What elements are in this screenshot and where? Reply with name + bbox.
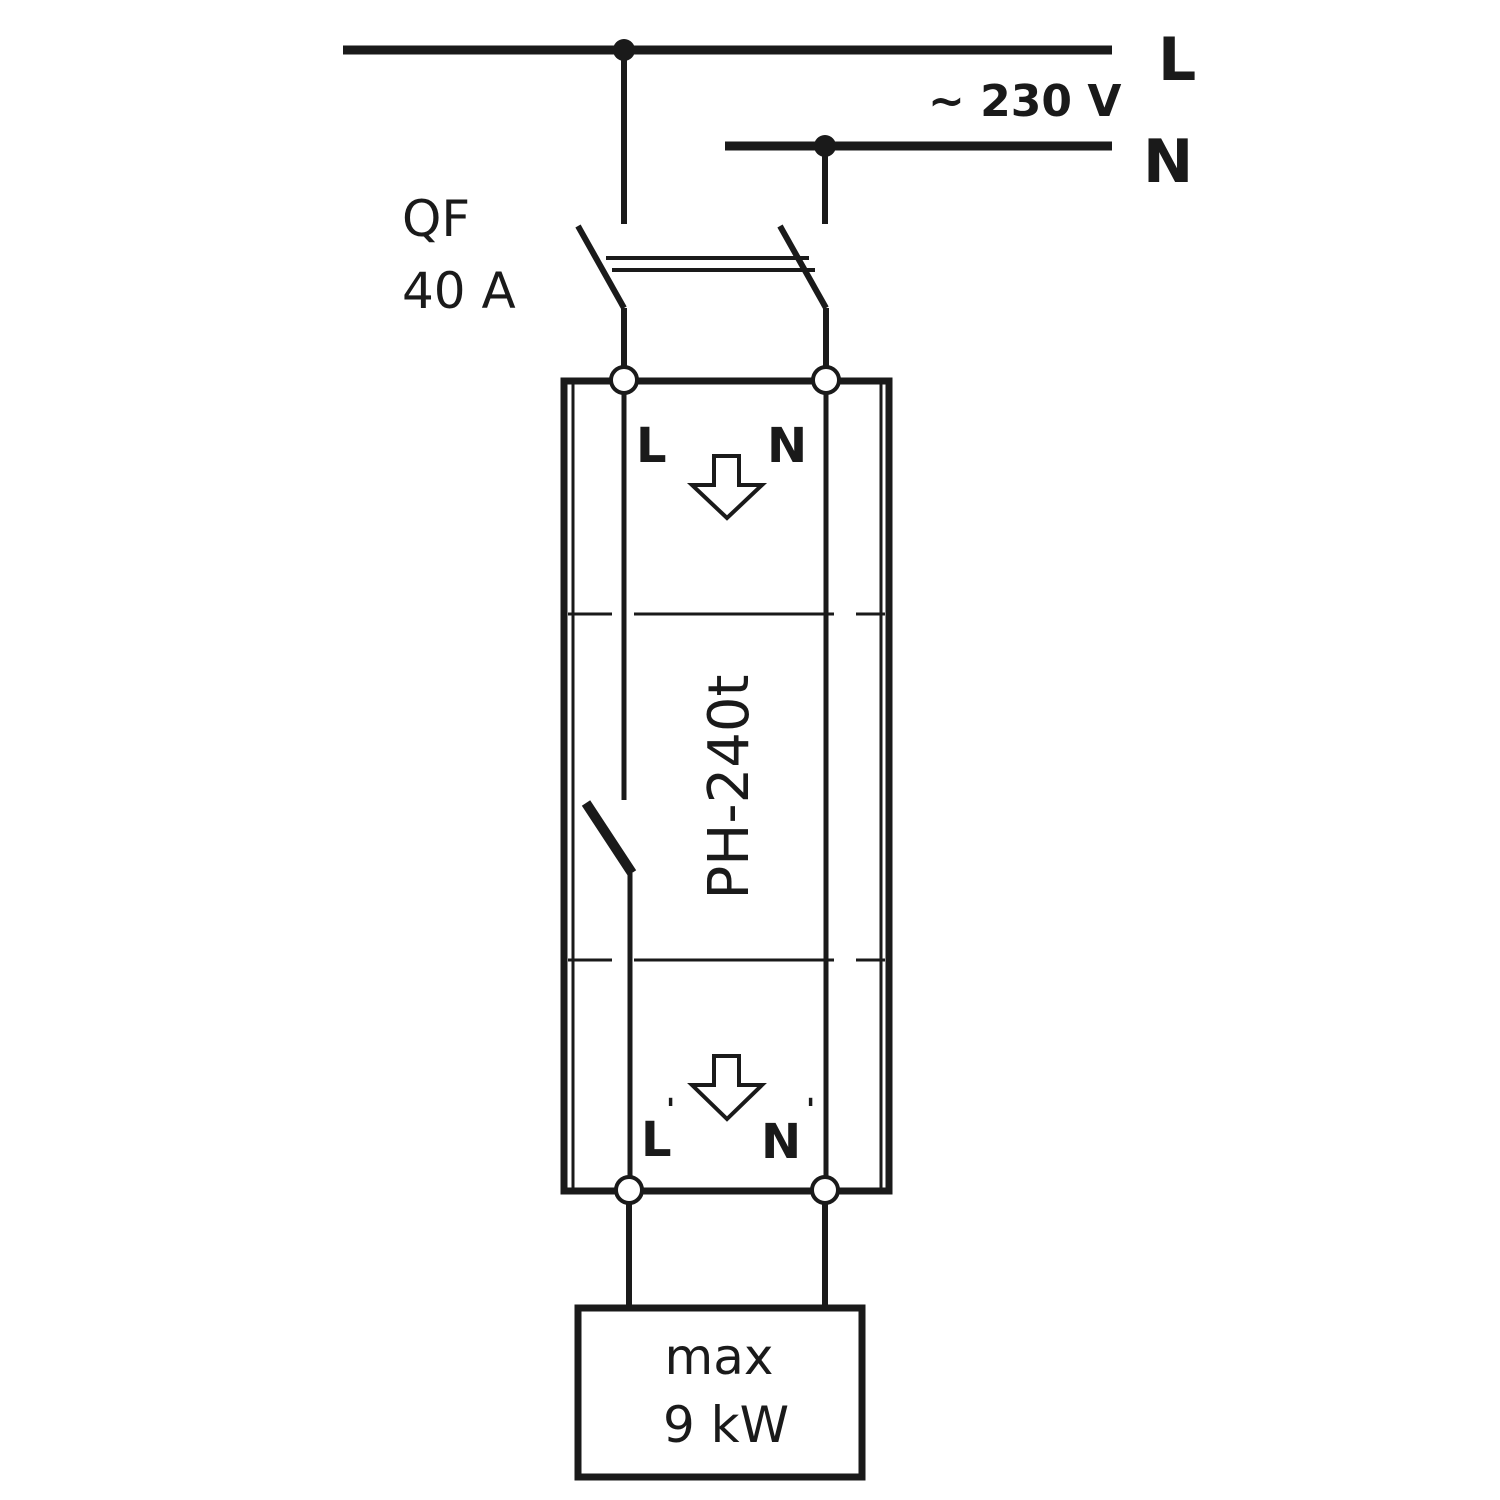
terminal-n-out (810, 1175, 840, 1205)
breaker-rating-label: 40 A (402, 262, 516, 320)
breaker-name-label: QF (402, 190, 470, 248)
relay-contact-blade (581, 800, 637, 876)
terminal-n-in-label: N (767, 418, 807, 474)
terminal-l-out-label: L (641, 1112, 672, 1168)
terminal-n-out-prime: ' (806, 1093, 815, 1128)
breaker-blade-n (777, 224, 829, 310)
device-model-label: PH-240t (697, 675, 762, 900)
supply-line-l-label: L (1158, 25, 1196, 95)
device-ph240t: L N L ' N ' PH-240t (560, 365, 893, 1205)
breaker-qf (575, 224, 829, 310)
terminal-l-in-label: L (636, 418, 667, 474)
terminal-l-in (609, 365, 639, 395)
device-outer-frame (560, 377, 893, 1195)
arrow-down-icon-bottom (687, 1054, 767, 1122)
arrow-down-icon-top (686, 454, 768, 521)
terminal-l-out-prime: ' (666, 1093, 675, 1128)
breaker-blade-l (575, 224, 627, 310)
supply-voltage-label: ~ 230 V (928, 76, 1121, 127)
load-label-line1: max (665, 1328, 774, 1386)
terminal-n-in (811, 365, 841, 395)
terminal-l-out (614, 1175, 644, 1205)
terminal-n-out-label: N (761, 1114, 801, 1170)
load-box (574, 1304, 866, 1481)
supply-line-n-label: N (1143, 127, 1193, 197)
load-label-line2: 9 kW (663, 1396, 789, 1454)
